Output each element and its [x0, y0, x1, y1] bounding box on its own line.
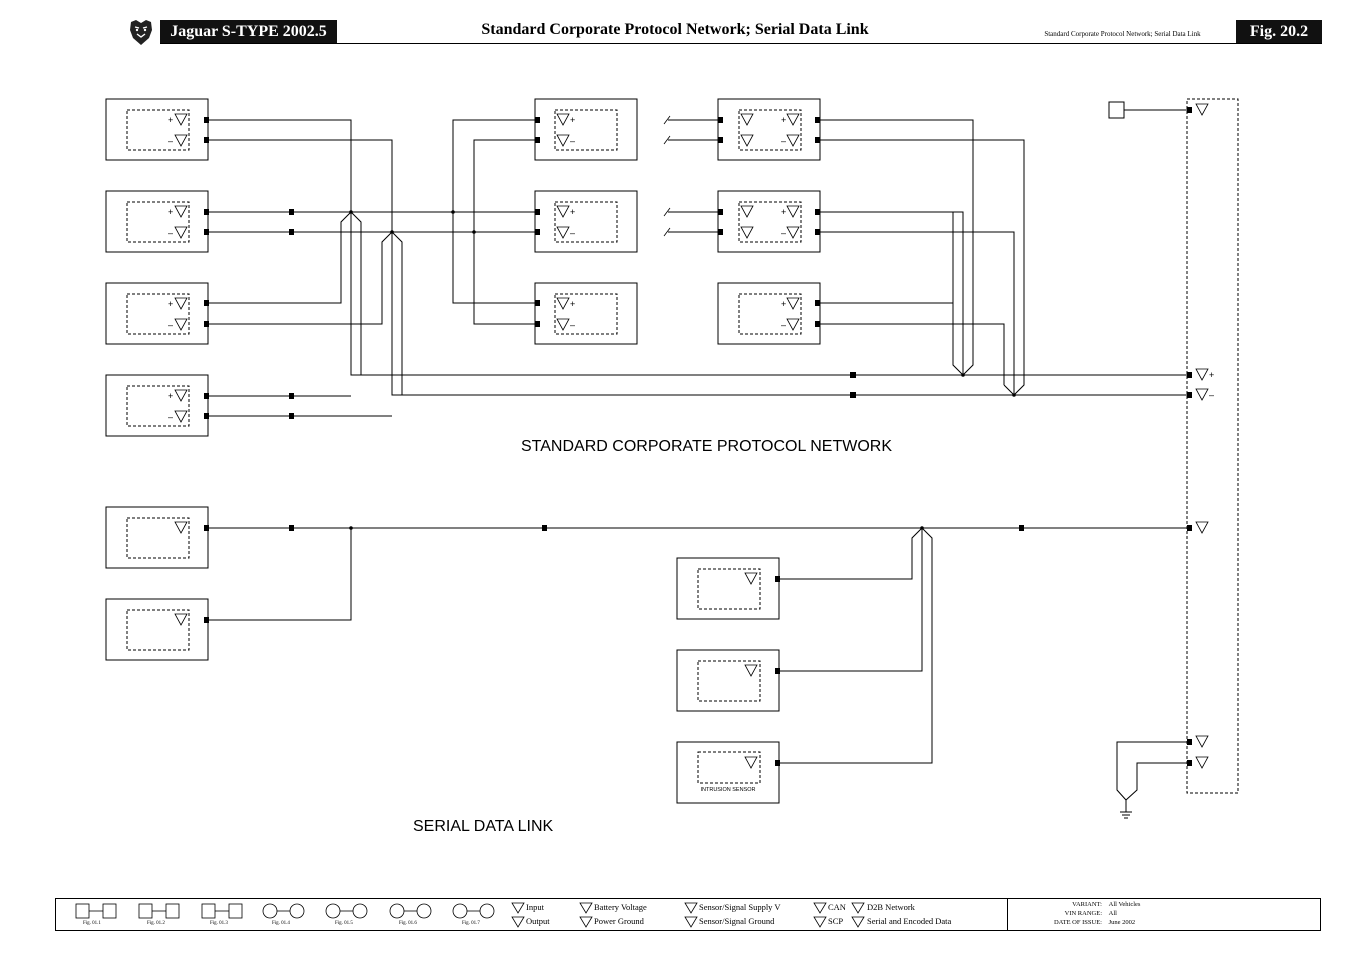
page-title: Standard Corporate Protocol Network; Ser… [481, 21, 869, 38]
date-label: DATE OF ISSUE: [1053, 919, 1102, 926]
footer-divider [1007, 899, 1008, 930]
splice-points [349, 210, 1016, 530]
legend-sensor-supply: Sensor/Signal Supply V [699, 902, 781, 912]
svg-text:+: + [168, 391, 173, 401]
polarity-labels: + – + – + – + – + – + – + – + – + – + – + – [168, 115, 1214, 422]
module-sdl-left-1 [105, 506, 209, 569]
svg-text:+: + [781, 115, 786, 125]
svg-text:–: – [168, 136, 173, 146]
svg-text:+: + [781, 299, 786, 309]
svg-text:–: – [781, 136, 786, 146]
date-row: DATE OF ISSUE: June 2002 [1022, 919, 1135, 926]
legend-serial-data: Serial and Encoded Data [867, 916, 952, 926]
legend-battery-voltage: Battery Voltage [594, 902, 647, 912]
intrusion-sensor-label: INTRUSION SENSOR [700, 787, 755, 793]
fig-ref-7: Fig. 01.7 [462, 921, 480, 926]
module-right-3 [717, 282, 821, 345]
legend-sensor-ground: Sensor/Signal Ground [699, 916, 775, 926]
serial-data-link-label: SERIAL DATA LINK [413, 818, 554, 835]
fig-ref-1: Fig. 01.1 [83, 921, 101, 926]
module-left-3 [105, 282, 209, 345]
fig-ref-3: Fig. 01.3 [210, 921, 228, 926]
vin-label: VIN RANGE: [1064, 910, 1102, 917]
legend-triangle-icons [511, 902, 865, 928]
module-left-4 [105, 374, 209, 437]
fig-ref-2: Fig. 01.2 [147, 921, 165, 926]
connector-pins [204, 107, 1192, 766]
vehicle-title: Jaguar S-TYPE 2002.5 [160, 20, 337, 43]
legend-scp: SCP [828, 916, 844, 926]
variant-label: VARIANT: [1072, 901, 1102, 908]
svg-text:+: + [168, 299, 173, 309]
svg-text:–: – [168, 412, 173, 422]
diagnostic-connector [1186, 98, 1239, 794]
signal-triangles [174, 103, 1209, 769]
module-mid-2 [534, 190, 638, 253]
fig-ref-5: Fig. 01.5 [335, 921, 353, 926]
scp-wiring [208, 109, 1187, 417]
svg-text:+: + [570, 299, 575, 309]
page-header: Jaguar S-TYPE 2002.5 Standard Corporate … [0, 0, 1350, 50]
module-right-2 [717, 190, 821, 253]
module-sdl-left-2 [105, 598, 209, 661]
module-sdl-mid-2 [676, 649, 780, 712]
module-mid-1 [534, 98, 638, 161]
variant-value: All Vehicles [1108, 901, 1141, 908]
vin-row: VIN RANGE: All [1022, 910, 1117, 917]
svg-text:+: + [168, 115, 173, 125]
svg-text:+: + [570, 207, 575, 217]
module-right-1 [717, 98, 821, 161]
svg-text:–: – [168, 320, 173, 330]
module-intrusion-sensor [676, 741, 780, 804]
vin-value: All [1108, 910, 1117, 917]
page-subtitle: Standard Corporate Protocol Network; Ser… [1044, 30, 1201, 38]
fig-ref-6: Fig. 01.6 [399, 921, 417, 926]
svg-text:+: + [781, 207, 786, 217]
legend-output: Output [526, 916, 550, 926]
variant-row: VARIANT: All Vehicles [1022, 901, 1140, 908]
date-value: June 2002 [1108, 919, 1136, 926]
legend-d2b: D2B Network [867, 902, 915, 912]
svg-text:–: – [781, 320, 786, 330]
module-mid-3 [534, 282, 638, 345]
svg-text:–: – [570, 228, 575, 238]
legend-can: CAN [828, 902, 846, 912]
legend-footer: Fig. 01.1 Fig. 01.2 Fig. 01.3 Fig. 01.4 … [55, 898, 1321, 931]
module-left-2 [105, 190, 209, 253]
scp-network-label: STANDARD CORPORATE PROTOCOL NETWORK [521, 438, 892, 455]
fuse-box-small [1108, 101, 1125, 119]
legend-input: Input [526, 902, 544, 912]
svg-text:+: + [168, 207, 173, 217]
svg-text:+: + [1209, 370, 1214, 380]
svg-text:+: + [570, 115, 575, 125]
jaguar-logo-icon [130, 20, 152, 45]
fig-ref-4: Fig. 01.4 [272, 921, 290, 926]
svg-text:–: – [1209, 390, 1214, 400]
header-rule [160, 43, 1322, 44]
module-sdl-mid-1 [676, 557, 780, 620]
svg-text:–: – [570, 320, 575, 330]
module-left-1 [105, 98, 209, 161]
figure-number: Fig. 20.2 [1236, 20, 1322, 43]
svg-text:–: – [168, 228, 173, 238]
fig-ref-icons [75, 903, 495, 919]
svg-text:–: – [570, 136, 575, 146]
svg-text:–: – [781, 228, 786, 238]
legend-power-ground: Power Ground [594, 916, 644, 926]
